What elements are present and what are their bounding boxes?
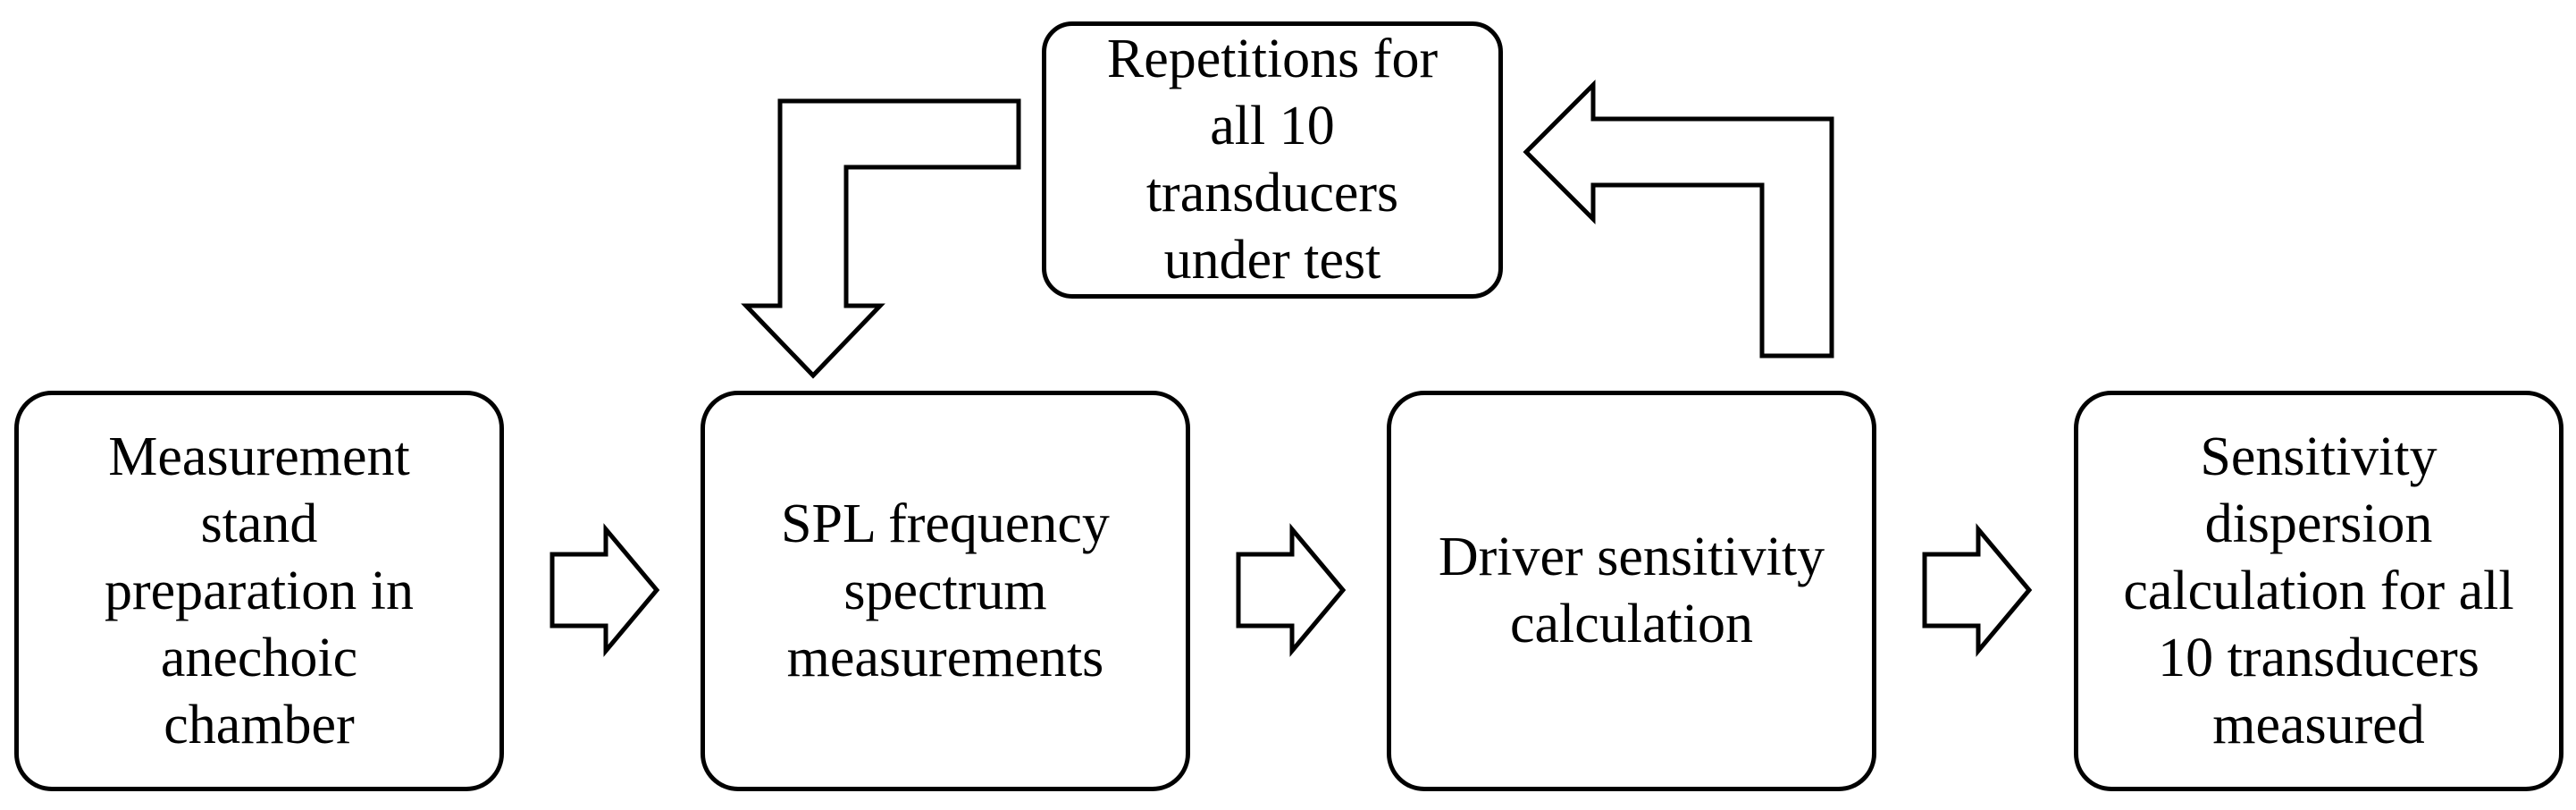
repetition-loop-box: Repetitions for all 10 transducers under… bbox=[1042, 21, 1503, 299]
arrow-step1-to-step2 bbox=[550, 523, 660, 657]
repetition-loop-label: Repetitions for all 10 transducers under… bbox=[1106, 29, 1439, 291]
step-label-sensitivity-calculation: Driver sensitivity calculation bbox=[1438, 527, 1825, 654]
step-label-stand-preparation: Measurement stand preparation in anechoi… bbox=[104, 426, 415, 755]
step-label-dispersion-calculation: Sensitivity dispersion calculation for a… bbox=[2123, 426, 2514, 755]
step-box-sensitivity-calculation: Driver sensitivity calculation bbox=[1387, 391, 1876, 791]
step-label-spl-measurements: SPL frequency spectrum measurements bbox=[781, 493, 1110, 688]
arrow-step3-to-loop bbox=[1523, 79, 1834, 359]
step-box-dispersion-calculation: Sensitivity dispersion calculation for a… bbox=[2074, 391, 2563, 791]
arrow-step2-to-step3 bbox=[1236, 523, 1347, 657]
arrow-step3-to-step4 bbox=[1922, 523, 2033, 657]
step-box-spl-measurements: SPL frequency spectrum measurements bbox=[701, 391, 1190, 791]
arrow-loop-to-step2 bbox=[741, 98, 1021, 379]
step-box-stand-preparation: Measurement stand preparation in anechoi… bbox=[14, 391, 504, 791]
